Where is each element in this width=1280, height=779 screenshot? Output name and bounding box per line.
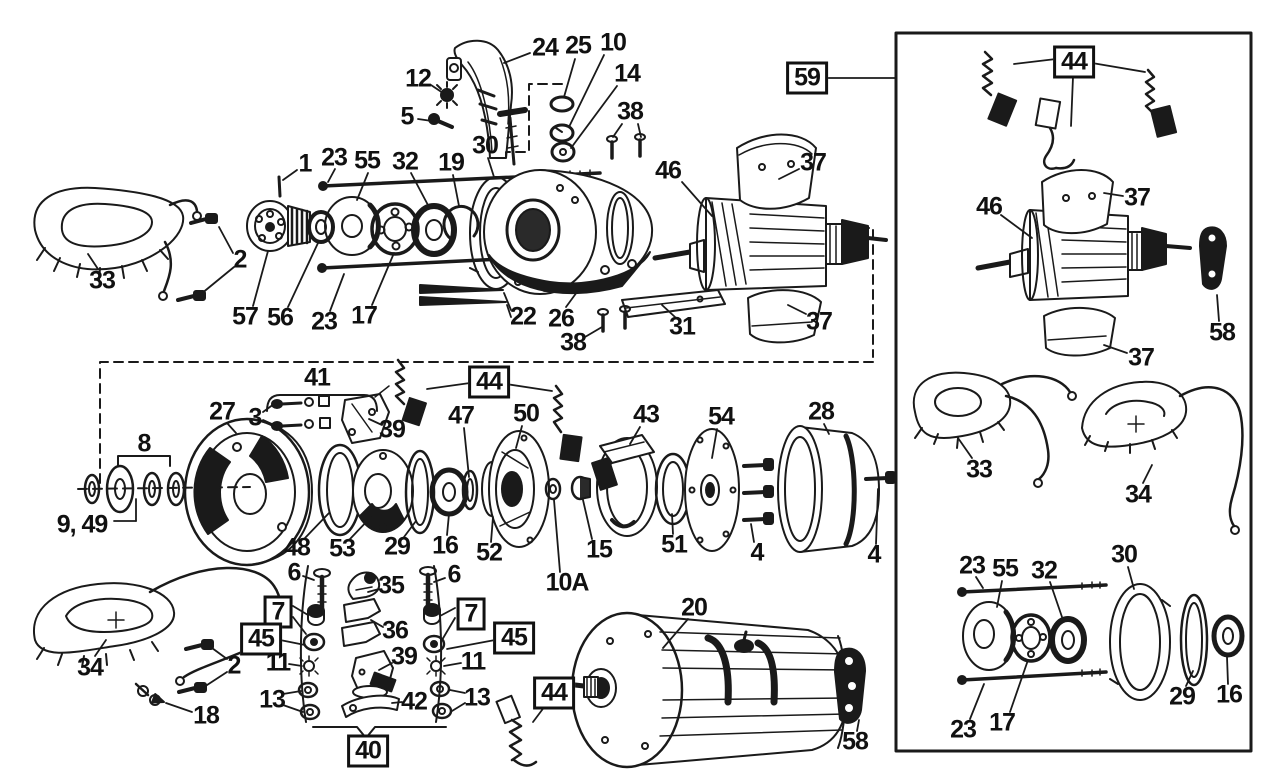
part-1-pin-drawing xyxy=(277,175,282,198)
panel-37-pole-lower-drawing xyxy=(1043,306,1116,357)
part-20-assembled-generator-drawing xyxy=(545,611,848,769)
panel-44-brushes-drawing xyxy=(981,50,1178,170)
panel-37-pole-upper-drawing xyxy=(1041,169,1114,235)
inset-panel-border xyxy=(894,31,1253,753)
panel-55-pulley-drawing xyxy=(962,601,1017,671)
part-36-hook-plates-drawing xyxy=(341,598,381,647)
panel-30-gasket-drawing xyxy=(1109,583,1171,701)
part-54-cover-plate-drawing xyxy=(684,428,740,552)
part-43-brush-plate-drawing xyxy=(591,434,658,537)
terminal-stud-drawing xyxy=(497,107,528,166)
part-26-field-frame-drawing xyxy=(483,169,654,295)
part-41-screw-set-drawing xyxy=(271,395,331,431)
panel-33-field-coil-drawing xyxy=(912,371,1077,488)
part-27-drive-end-frame-drawing xyxy=(183,417,313,567)
leader-lines xyxy=(87,52,1229,732)
part-42-strap-drawing xyxy=(341,694,400,718)
panel-29-ring-drawing xyxy=(1179,593,1209,687)
part-53-bearing-plate-drawing xyxy=(352,449,414,533)
part-4-screw-right-drawing xyxy=(864,471,896,484)
part-37-pole-shoe-lower-drawing xyxy=(747,289,822,344)
part-24-clamp-strap-drawing xyxy=(446,39,513,159)
part-38-screws-lower-drawing xyxy=(597,305,631,333)
panel-34-field-coil-drawing xyxy=(1081,380,1244,535)
part-34-field-coil-drawing xyxy=(32,566,282,686)
part-2-screws-bottom-drawing xyxy=(177,639,214,694)
part-35-clamp-drawing xyxy=(347,571,381,600)
part-50-end-frame-drawing xyxy=(488,430,550,548)
part-40-bracket-group-drawing xyxy=(297,565,453,723)
part-14-nut-drawing xyxy=(550,141,576,163)
part-44-brush-spring-bottom-drawing xyxy=(495,694,538,767)
panel-16-bearing-drawing xyxy=(1211,614,1245,658)
panel-58-strap-drawing xyxy=(1199,226,1227,290)
panel-46-armature-drawing xyxy=(975,209,1192,301)
part-33-field-coil-drawing xyxy=(33,186,202,301)
part-12-lock-clip-drawing xyxy=(436,81,458,109)
part-47-washer-drawing xyxy=(461,469,479,511)
part-22-brush-screws-drawing xyxy=(419,284,507,306)
part-58-strap-bottom-drawing xyxy=(834,647,866,724)
part-2-screws-top-drawing xyxy=(176,213,218,302)
part-10-lock-washer-drawing xyxy=(549,123,575,143)
part-56-bearing-drawing xyxy=(307,210,335,244)
part-31-band-drawing xyxy=(621,289,726,318)
part-4-screws-left-drawing xyxy=(742,458,774,525)
panel-32-bearing-drawing xyxy=(1049,616,1087,664)
part-37-pole-shoe-upper-drawing xyxy=(736,133,817,210)
part-57-end-collar-drawing xyxy=(246,200,311,252)
part-16-bearing-mid-drawing xyxy=(429,467,469,517)
part-25-nut-drawing xyxy=(549,95,575,113)
part-10A-nut-drawing xyxy=(544,477,562,501)
part-39-bracket-bottom-drawing xyxy=(351,650,397,699)
part-55-pulley-drawing xyxy=(324,196,381,256)
part-46-armature-drawing xyxy=(652,197,888,291)
panel-17-bearing-drawing xyxy=(1010,613,1052,663)
part-44-brush-springs-mid-drawing xyxy=(394,358,583,463)
part-28-band-drawing xyxy=(777,425,880,553)
part-15-nut-drawing xyxy=(570,475,591,501)
part-32-bearing-drawing xyxy=(411,203,457,257)
panel-23-bolts-drawing xyxy=(957,581,1108,685)
